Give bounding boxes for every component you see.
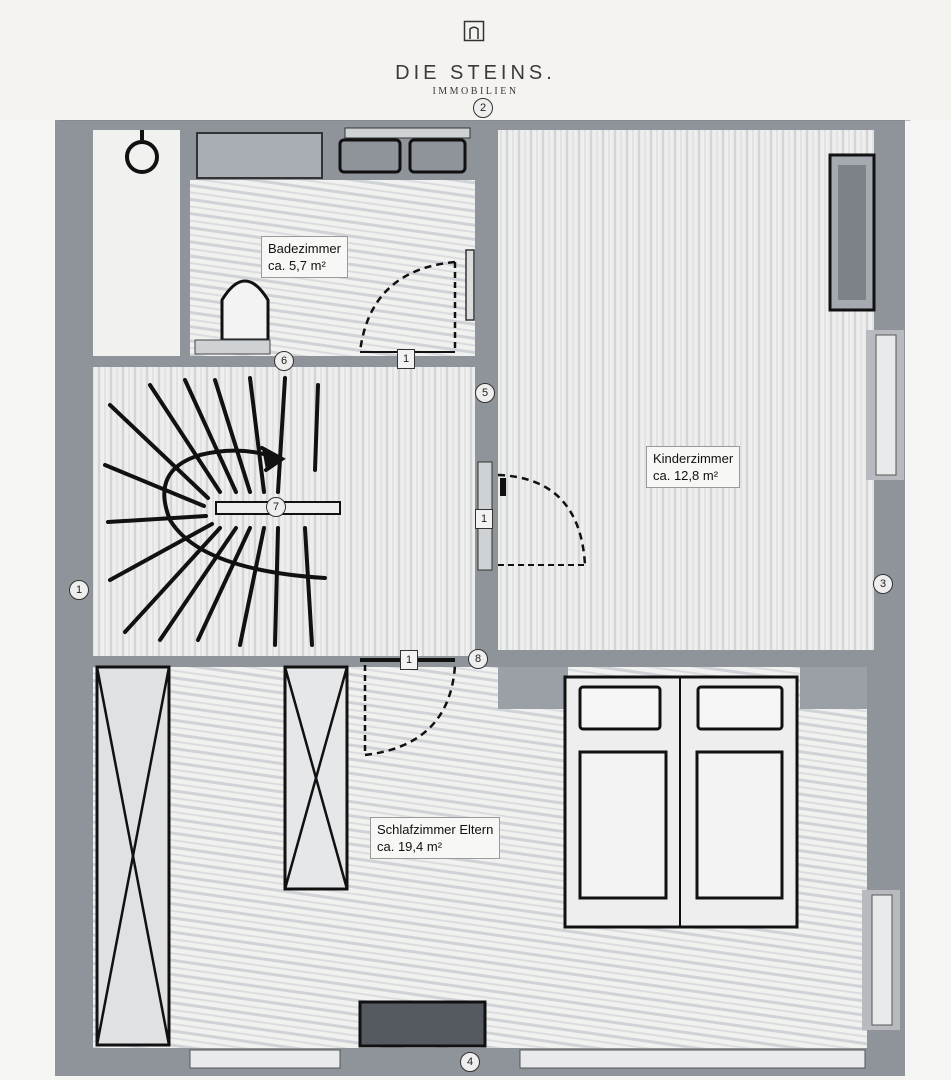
room-label-kids-room: Kinderzimmer ca. 12,8 m² xyxy=(646,446,741,488)
staircase xyxy=(103,376,327,647)
door-number-bedroom: 1 xyxy=(400,650,418,670)
axis-marker-4: 4 xyxy=(460,1052,480,1072)
brand-tagline: IMMOBILIEN xyxy=(432,86,519,97)
brand-name: DIE STEINS. xyxy=(395,62,556,84)
kids-room-floor xyxy=(498,130,874,650)
door-number-bathroom: 1 xyxy=(397,349,415,369)
room-name: Badezimmer xyxy=(268,241,341,256)
room-label-parents-bedroom: Schlafzimmer Eltern ca. 19,4 m² xyxy=(370,817,501,859)
axis-marker-7: 7 xyxy=(266,497,286,517)
room-area: ca. 19,4 m² xyxy=(377,839,443,854)
axis-marker-1: 1 xyxy=(69,580,89,600)
room-name: Schlafzimmer Eltern xyxy=(377,822,494,837)
room-area: ca. 5,7 m² xyxy=(268,258,326,273)
axis-marker-5: 5 xyxy=(475,383,495,403)
house-icon xyxy=(463,20,485,42)
room-label-bathroom: Badezimmer ca. 5,7 m² xyxy=(261,236,348,278)
axis-marker-8: 8 xyxy=(468,649,488,669)
axis-marker-3: 3 xyxy=(873,574,893,594)
axis-marker-2: 2 xyxy=(473,98,493,118)
door-number-kids-room: 1 xyxy=(475,509,493,529)
storage-floor xyxy=(93,130,188,356)
axis-marker-6: 6 xyxy=(274,351,294,371)
room-name: Kinderzimmer xyxy=(653,451,734,466)
room-area: ca. 12,8 m² xyxy=(653,468,719,483)
